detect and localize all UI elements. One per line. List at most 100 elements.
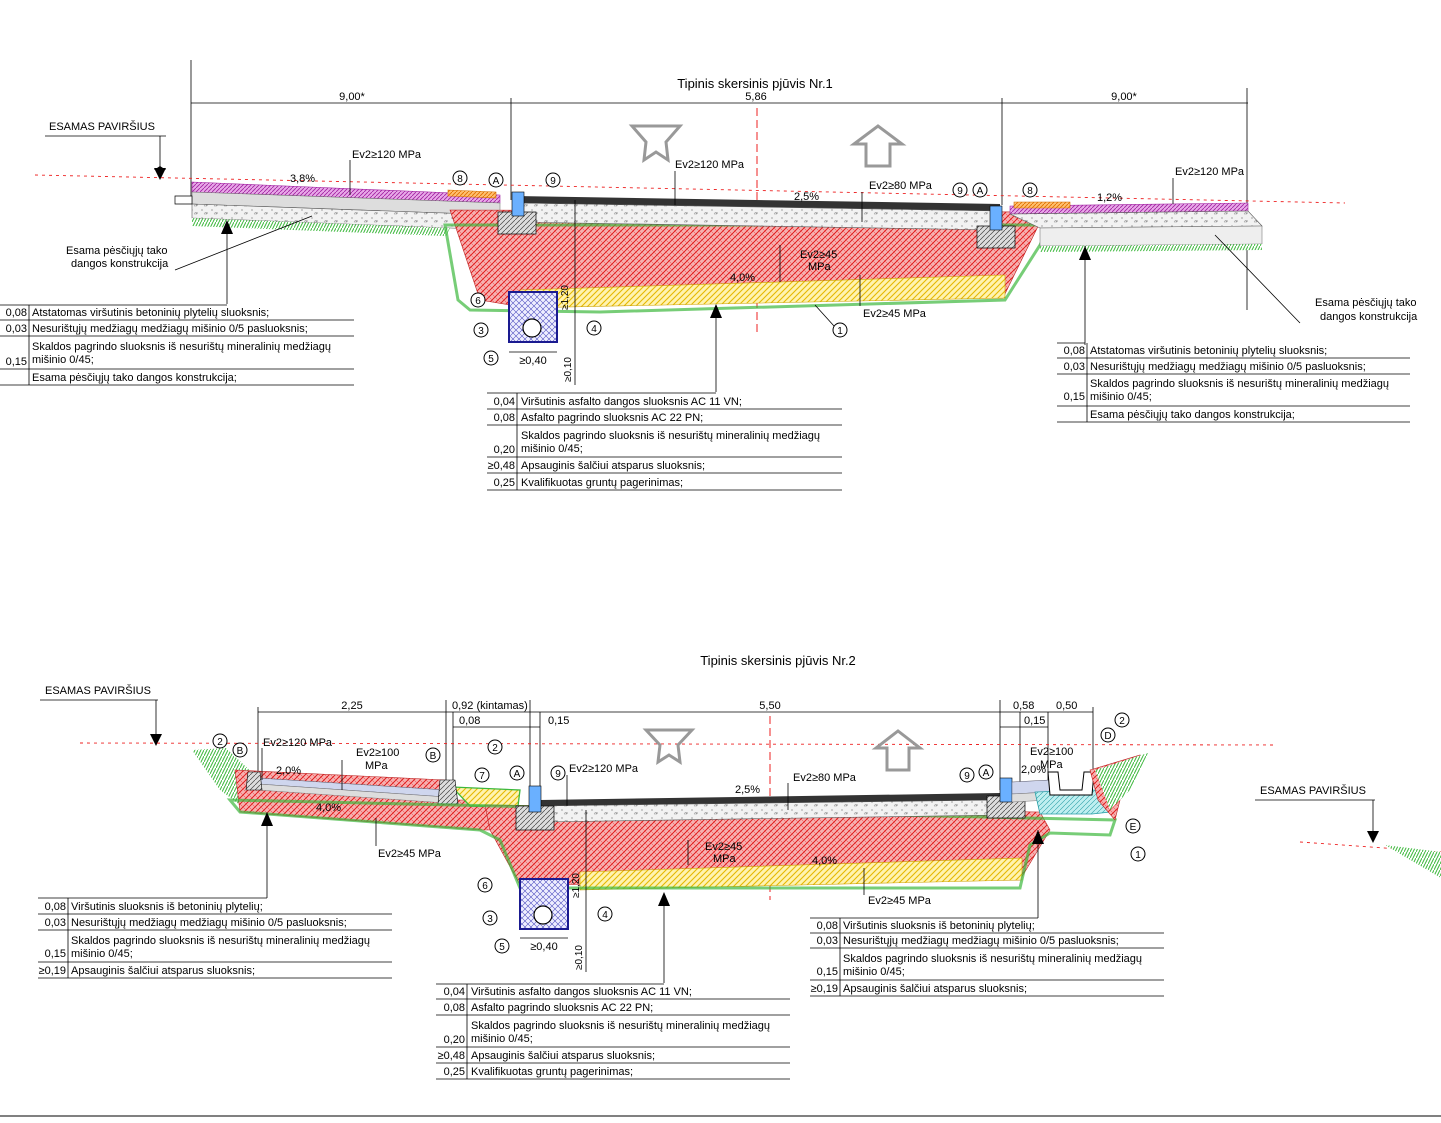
svg-text:mišinio 0/45;: mišinio 0/45; [843,966,905,978]
svg-text:A: A [977,186,984,197]
dim-008: 0,08 [459,715,480,727]
slope-mid: 2,5% [794,191,819,203]
arrow-up-icon [261,812,273,826]
section-2: Tipinis skersinis pjūvis Nr.2 2,25 0,92 … [38,653,1441,1080]
direction-arrow-up-icon [871,729,925,772]
dim-092: 0,92 (kintamas) [452,700,528,712]
ev120-right: Ev2≥120 MPa [1175,166,1245,178]
slope-40b: 4,0% [812,855,837,867]
svg-text:0,08: 0,08 [1064,345,1085,357]
table-left-1: 0,08 Atstatomas viršutinis betoninių ply… [0,304,354,386]
svg-text:0,03: 0,03 [817,935,838,947]
svg-text:A: A [514,769,521,780]
svg-text:Skaldos pagrindo sluoksnis iš: Skaldos pagrindo sluoksnis iš nesurištų … [1090,378,1389,390]
label-circles: 8 A 9 9 A 8 6 3 4 5 1 [452,170,1038,366]
ev120b-2: Ev2≥120 MPa [569,763,639,775]
svg-text:Atstatomas viršutinis betonini: Atstatomas viršutinis betoninių plytelių… [1090,345,1327,357]
arrow-up-icon [1032,830,1044,844]
svg-text:Viršutinis sluoksnis iš betoni: Viršutinis sluoksnis iš betoninių plytel… [71,901,263,913]
svg-text:8: 8 [1027,186,1033,197]
arrow-up-icon [221,220,233,234]
svg-text:0,03: 0,03 [45,917,66,929]
drain-width-2: ≥0,40 [530,941,557,953]
curb-right [989,205,1003,231]
svg-text:Kvalifikuotas gruntų pagerinim: Kvalifikuotas gruntų pagerinimas; [521,477,683,489]
svg-text:2: 2 [1119,716,1125,727]
svg-text:A: A [493,176,500,187]
svg-text:5: 5 [499,942,505,953]
svg-text:Kvalifikuotas gruntų pagerinim: Kvalifikuotas gruntų pagerinimas; [471,1066,633,1078]
arrow-down-icon [1367,831,1379,843]
ev100b-2: Ev2≥100 [1030,746,1073,758]
svg-text:Esama pėsčiųjų tako dangos kon: Esama pėsčiųjų tako dangos konstrukcija; [1090,409,1295,421]
svg-text:≥0,19: ≥0,19 [39,965,66,977]
slope-20b: 2,0% [1021,764,1046,776]
svg-text:Viršutinis sluoksnis iš betoni: Viršutinis sluoksnis iš betoninių plytel… [843,920,1035,932]
svg-text:≥0,48: ≥0,48 [488,460,515,472]
drain-bottom-2: ≥0,10 [574,945,585,970]
svg-text:0,08: 0,08 [45,901,66,913]
direction-arrow-down-icon [642,728,696,765]
existing-surface-line [34,174,1346,204]
ev80-2: Ev2≥80 MPa [793,772,857,784]
drain-pipe [522,318,542,338]
ev45b-2: Ev2≥45 [705,841,742,853]
svg-text:6: 6 [482,881,488,892]
curb-right-2 [999,777,1013,803]
drain-bottom: ≥0,10 [563,357,574,382]
ev80: Ev2≥80 MPa [869,180,933,192]
svg-text:Apsauginis šalčiui atsparus sl: Apsauginis šalčiui atsparus sluoksnis; [471,1050,655,1062]
dim-left: 9,00* [339,91,365,103]
svg-text:4: 4 [591,324,597,335]
arrow-up-icon [710,304,722,318]
svg-text:Asfalto pagrindo sluoksnis AC: Asfalto pagrindo sluoksnis AC 22 PN; [521,412,703,424]
table-right-2: 0,08 Viršutinis sluoksnis iš betoninių p… [810,917,1164,997]
table-left-2: 0,08 Viršutinis sluoksnis iš betoninių p… [38,897,392,979]
ev100b-unit: MPa [1040,759,1064,771]
existing-left-1: Esama pėsčiųjų tako [66,245,168,257]
dim-015a: 0,15 [548,715,569,727]
svg-text:4: 4 [602,910,608,921]
ev45b-unit: MPa [713,853,737,865]
svg-text:Viršutinis asfalto dangos sluo: Viršutinis asfalto dangos sluoksnis AC 1… [471,986,692,998]
slope-20a: 2,0% [276,765,301,777]
table-right-1: 0,08 Atstatomas viršutinis betoninių ply… [1057,342,1410,423]
slope-left: 3,8% [290,173,315,185]
svg-text:D: D [1104,731,1111,742]
curb-left [511,191,525,217]
svg-text:mišinio 0/45;: mišinio 0/45; [471,1033,533,1045]
drain-width: ≥0,40 [519,355,546,367]
existing-right-1: Esama pėsčiųjų tako [1315,297,1417,309]
svg-text:0,20: 0,20 [494,444,515,456]
svg-text:0,20: 0,20 [444,1034,465,1046]
section-1-title: Tipinis skersinis pjūvis Nr.1 [677,76,833,91]
asphalt-layer [515,196,1000,211]
existing-right-2: dangos konstrukcija [1320,311,1418,323]
svg-text:0,15: 0,15 [6,356,27,368]
ev45a-2: Ev2≥45 MPa [378,848,442,860]
existing-left-2: dangos konstrukcija [71,258,169,270]
svg-text:Apsauginis šalčiui atsparus sl: Apsauginis šalčiui atsparus sluoksnis; [843,983,1027,995]
svg-text:≥0,48: ≥0,48 [438,1050,465,1062]
dim-225: 2,25 [341,700,362,712]
svg-text:0,08: 0,08 [817,920,838,932]
curb-left-2 [528,785,542,813]
svg-text:0,15: 0,15 [45,948,66,960]
arrow-up-icon [658,892,670,906]
ev45-bottom: Ev2≥45 MPa [863,308,927,320]
ev120a-2: Ev2≥120 MPa [263,737,333,749]
svg-text:0,08: 0,08 [494,412,515,424]
svg-text:Skaldos pagrindo sluoksnis iš: Skaldos pagrindo sluoksnis iš nesurištų … [843,953,1142,965]
slope-40a: 4,0% [316,802,341,814]
esamas-label: ESAMAS PAVIRŠIUS [49,120,155,133]
ev120-mid: Ev2≥120 MPa [675,159,745,171]
svg-text:mišinio 0/45;: mišinio 0/45; [521,443,583,455]
esamas-right-2: ESAMAS PAVIRŠIUS [1260,784,1366,797]
slope-base: 4,0% [730,272,755,284]
direction-arrow-down-icon [628,124,684,164]
svg-text:8: 8 [457,174,463,185]
svg-text:0,25: 0,25 [494,477,515,489]
svg-text:Skaldos pagrindo sluoksnis iš: Skaldos pagrindo sluoksnis iš nesurištų … [32,341,331,353]
esamas-left-2: ESAMAS PAVIRŠIUS [45,684,151,697]
svg-text:0,15: 0,15 [1064,391,1085,403]
